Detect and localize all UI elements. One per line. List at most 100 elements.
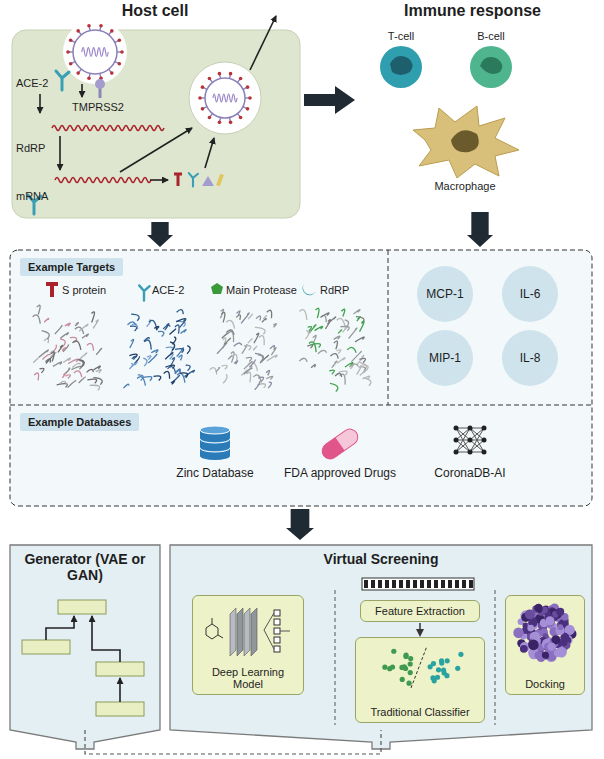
arrow-line (39, 94, 41, 113)
node-text: Immune response (355, 2, 590, 20)
node-text: MCP-1 (426, 287, 463, 301)
feature-cell (427, 580, 431, 588)
arrow-line (46, 616, 74, 640)
main-protease-icon (211, 283, 223, 294)
arrow-line (81, 84, 83, 97)
node-text: Macrophage (434, 180, 495, 192)
feature-cell (406, 580, 410, 588)
feature-vector (362, 578, 474, 590)
dl-icon (198, 600, 298, 662)
node-text: IL-6 (520, 287, 541, 301)
arrow-line (119, 678, 121, 702)
feature-cell (455, 580, 459, 588)
node-text: Docking (525, 678, 565, 690)
target-label: S protein (62, 284, 106, 296)
screening-panel: Virtual ScreeningDeep Learning ModelFeat… (170, 545, 592, 730)
generator-panel: Generator (VAE or GAN) (10, 545, 160, 730)
rdrp-icon (303, 284, 316, 295)
network-layer (58, 600, 106, 614)
feature-cell (469, 580, 473, 588)
flow-arrow (467, 212, 493, 247)
panel-divider (10, 405, 592, 406)
part-label: mRNA (16, 190, 48, 202)
network-layer (96, 702, 144, 716)
protein-structure (210, 309, 277, 389)
part-label: RdRP (16, 142, 45, 154)
arrow-line (250, 16, 276, 70)
ace2-receptor (139, 285, 149, 300)
protein-structure (123, 310, 194, 388)
network-icon (454, 426, 487, 455)
funnel-panel (170, 545, 592, 749)
database-icon (200, 444, 230, 452)
ace2-receptor (56, 71, 69, 90)
arrow-line (150, 179, 168, 181)
node-text: Example Databases (28, 416, 131, 428)
feature-cell (413, 580, 417, 588)
section-divider (495, 590, 496, 725)
macro-icon (405, 100, 525, 180)
feature-cell (399, 580, 403, 588)
node-text: Host cell (8, 2, 302, 20)
funnel-panel (10, 545, 160, 749)
flow-arrow (286, 509, 314, 540)
dashed-link (85, 730, 381, 754)
s-protein-small (174, 174, 182, 186)
tmprss2-head (95, 79, 105, 89)
flow-arrow (419, 623, 421, 629)
part-label: ACE-2 (16, 77, 48, 89)
node-text: MIP-1 (429, 351, 461, 365)
bcell-icon (466, 42, 516, 90)
feature-cell (385, 580, 389, 588)
feature-cell (392, 580, 396, 588)
arrow-line (59, 136, 61, 170)
cytokine-circle: MIP-1 (417, 330, 473, 386)
b-cell: B-cell (459, 30, 523, 90)
feature-cell (434, 580, 438, 588)
protein-small (202, 176, 214, 186)
database-icon (200, 434, 230, 442)
method-box: Deep Learning Model (192, 595, 304, 695)
ace2-receptor (189, 173, 198, 186)
arrow-line (205, 138, 214, 168)
host-cell-panel: Host cell (8, 2, 302, 220)
section-tag: Example Targets (20, 258, 123, 276)
database-label: FDA approved Drugs (270, 466, 410, 480)
network-layer (22, 640, 70, 654)
vesicle (189, 62, 261, 134)
feature-cell (371, 580, 375, 588)
method-box: Traditional Classifier (355, 637, 485, 723)
feature-cell (364, 580, 368, 588)
target-label: RdRP (320, 284, 349, 296)
database-icon (200, 435, 230, 443)
node-text: Example Targets (28, 261, 115, 273)
panel-divider (388, 250, 389, 405)
method-box: Docking (505, 595, 585, 695)
node-text: Traditional Classifier (370, 706, 469, 718)
virus (198, 72, 252, 124)
section-divider (335, 590, 336, 725)
block-arrow (304, 94, 335, 106)
feature-cell (420, 580, 424, 588)
target-label: ACE-2 (152, 284, 184, 296)
targets-panel (10, 250, 592, 506)
node-text: B-cell (477, 30, 505, 42)
feature-cell (378, 580, 382, 588)
immune-panel: Immune responseT-cell B-cellMacrophage (355, 2, 590, 208)
node-text: Feature Extraction (375, 605, 465, 617)
network-layer (96, 662, 144, 676)
arrow-line (92, 616, 120, 662)
protein-structure (33, 305, 103, 390)
feature-cell (448, 580, 452, 588)
method-box: Feature Extraction (360, 600, 480, 622)
database-label: Zinc Database (145, 466, 285, 480)
flow-arrow (147, 222, 173, 247)
tcell-icon (376, 42, 426, 90)
feature-cell (441, 580, 445, 588)
node-text: Generator (VAE or GAN) (16, 551, 154, 583)
protein-structure (299, 308, 371, 391)
node-text: T-cell (388, 30, 414, 42)
cytokine-circle: IL-6 (502, 266, 558, 322)
host-cell (12, 30, 300, 218)
part-label: TMPRSS2 (72, 101, 124, 113)
